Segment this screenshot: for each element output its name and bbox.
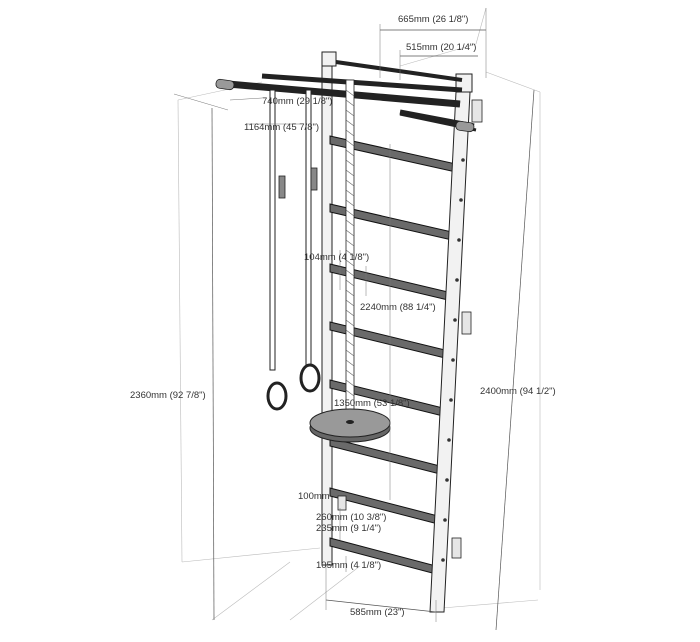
label-top-width: 665mm (26 1/8") [398, 14, 468, 25]
label-total-height-right: 2400mm (94 1/2") [480, 386, 556, 397]
label-rope-length: 2240mm (88 1/4") [360, 302, 436, 313]
right-post [429, 73, 473, 613]
wall-outline [177, 7, 541, 621]
bracket-top [471, 99, 483, 123]
left-post [321, 51, 337, 566]
dimension-labels: 665mm (26 1/8") 515mm (20 1/4") 740mm (2… [130, 14, 556, 618]
label-bottom-clearance: 100mm [298, 491, 330, 502]
climbing-rope [345, 79, 355, 411]
label-seat-width: 1350mm (53 1/8") [334, 398, 410, 409]
label-inner-width: 515mm (20 1/4") [406, 42, 476, 53]
rung-6 [329, 437, 441, 475]
label-total-height-left: 2360mm (92 7/8") [130, 390, 206, 401]
label-rung-spacing-b: 235mm (9 1/4") [316, 523, 381, 534]
label-base-width: 585mm (23") [350, 607, 405, 618]
ring-right [299, 363, 321, 393]
label-rung-spacing-a: 260mm (10 3/8") [316, 512, 386, 523]
dimension-lines [173, 8, 535, 631]
gymnastic-rings [266, 89, 321, 411]
label-bar-length: 1164mm (45 7/8") [244, 122, 319, 133]
wall-brackets [337, 99, 483, 559]
label-ring-spacing: 104mm (4 1/8") [304, 252, 369, 263]
ladder-rungs [329, 135, 457, 575]
bracket-bottom [451, 537, 462, 559]
label-bottom-rung: 105mm (4 1/8") [316, 560, 381, 571]
bracket-lower-left [337, 495, 347, 511]
strap-left [269, 89, 276, 371]
bracket-middle [461, 311, 472, 335]
ring-left [266, 381, 288, 411]
label-bar-offset: 740mm (29 1/8") [262, 96, 332, 107]
pull-up-frame [215, 60, 477, 133]
swing-seat [309, 408, 391, 443]
